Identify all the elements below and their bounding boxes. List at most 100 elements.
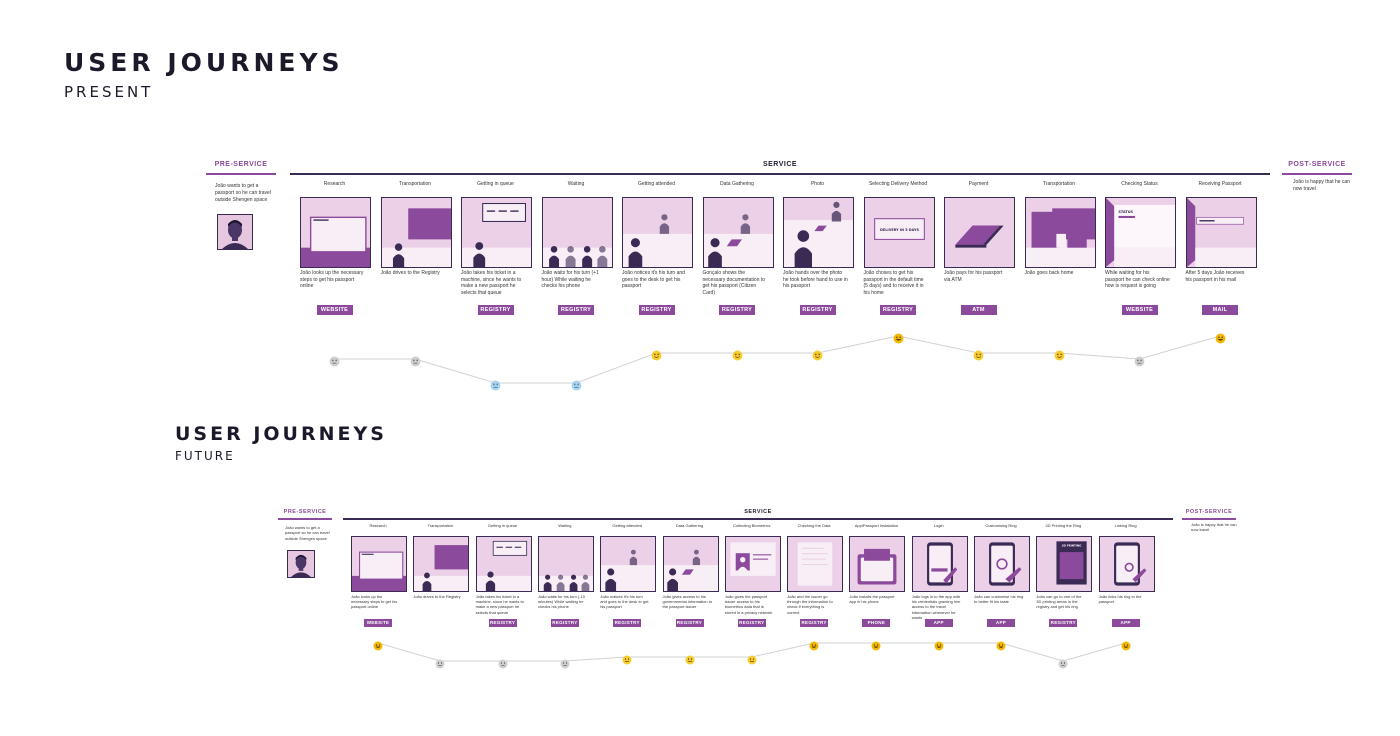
step-illustration — [413, 536, 470, 592]
emotion-happy — [996, 638, 1006, 656]
touchpoint-tag: PHONE — [862, 619, 891, 627]
present-avatar — [217, 214, 253, 250]
touchpoint-tag: ATM — [960, 305, 997, 315]
emotion-slight — [973, 348, 984, 366]
neutral-face-icon — [1134, 356, 1145, 366]
waiting-illustration-icon — [542, 198, 612, 267]
link-illustration-icon — [1099, 537, 1154, 591]
emotion-slight — [651, 348, 662, 366]
step-illustration — [849, 536, 906, 592]
step-illustration — [461, 197, 532, 268]
emotion-connector — [1000, 642, 1064, 662]
future-post-service-text: João is happy that he can now travel — [1191, 522, 1237, 533]
touchpoint-tag: REGISTRY — [675, 619, 704, 627]
delivery-illustration-icon: DELIVERY IN 5 DAYS — [864, 198, 934, 267]
emotion-neutral — [329, 354, 340, 372]
present-subtitle: PRESENT — [64, 83, 154, 101]
present-post-service-text: João is happy that he can now travel — [1293, 179, 1350, 192]
touchpoint-tag: WEBSITE — [316, 305, 353, 315]
step-illustration — [1185, 197, 1257, 268]
emotion-sad — [490, 378, 501, 396]
present-post-service-bar — [1282, 173, 1352, 175]
emotion-neutral — [1134, 354, 1145, 372]
step-title: Research — [369, 523, 387, 528]
step-description: João looks up the necessary steps to get… — [300, 270, 364, 289]
login-illustration-icon — [912, 537, 967, 591]
happy-face-icon — [373, 641, 383, 651]
future-pre-service-label: PRE-SERVICE — [283, 509, 327, 515]
future-title: USER JOURNEYS — [175, 423, 387, 445]
emotion-slight — [622, 652, 632, 670]
touchpoint-tag: REGISTRY — [719, 305, 755, 315]
print-illustration-icon: 3D PRINTING — [1037, 537, 1092, 591]
step-title: App/Passport Instalation — [854, 523, 899, 528]
svg-text:DELIVERY IN 5 DAYS: DELIVERY IN 5 DAYS — [880, 228, 919, 232]
building-illustration-icon — [414, 537, 469, 591]
future-pre-service-text: João wants to get a passport so he can t… — [285, 525, 330, 541]
touchpoint-tag: WEBSITE — [364, 619, 392, 627]
emotion-slight — [1054, 348, 1065, 366]
touchpoint-tag: REGISTRY — [638, 305, 675, 315]
step-title: Waiting — [567, 181, 585, 187]
emotion-neutral — [435, 656, 445, 674]
emotion-connector — [817, 335, 899, 354]
queue-illustration-icon — [476, 537, 531, 591]
step-illustration — [622, 197, 693, 268]
step-illustration — [783, 197, 854, 268]
step-illustration — [911, 536, 968, 592]
neutral-face-icon — [498, 659, 508, 669]
step-description: João choses to get his passport in the d… — [863, 270, 924, 296]
touchpoint-tag: WEBSITE — [1121, 305, 1158, 315]
slight-face-icon — [732, 350, 742, 360]
emotion-connector — [564, 656, 628, 662]
phoneapp-illustration-icon — [850, 537, 905, 591]
payment-illustration-icon — [945, 198, 1014, 267]
step-description: João and the issuer go through the infor… — [787, 594, 833, 615]
slight-face-icon — [651, 350, 662, 360]
happy-face-icon — [1215, 333, 1225, 343]
step-description: João looks up the necessary steps to get… — [351, 594, 398, 610]
present-service-bar — [290, 173, 1270, 175]
step-illustration — [974, 536, 1030, 592]
touchpoint-tag: REGISTRY — [799, 305, 836, 315]
step-description: João takes his ticket in a machine, sinc… — [461, 270, 522, 296]
happy-face-icon — [1121, 641, 1131, 651]
website-illustration-icon — [352, 537, 406, 591]
present-pre-service-label: PRE-SERVICE — [214, 161, 268, 168]
touchpoint-tag: APP — [1111, 619, 1140, 627]
emotion-happy — [871, 638, 881, 656]
emotion-connector — [1139, 335, 1221, 360]
happy-face-icon — [996, 641, 1006, 651]
emotion-connector — [377, 642, 441, 662]
step-title: Collecting Biometrics — [733, 523, 771, 528]
emotion-slight — [812, 348, 823, 366]
future-pre-service-bar — [278, 518, 332, 520]
future-post-service-label: POST-SERVICE — [1185, 509, 1233, 515]
emotion-connector — [1063, 642, 1126, 662]
slight-face-icon — [812, 350, 823, 360]
step-illustration: STATUS — [1105, 197, 1176, 268]
touchpoint-tag: APP — [987, 619, 1015, 627]
step-description: João goes back home — [1024, 270, 1074, 276]
step-illustration — [537, 536, 594, 592]
person-avatar-icon — [222, 220, 248, 249]
step-description: João notices it's his turn and goes to t… — [622, 270, 685, 289]
attended-illustration-icon — [623, 198, 692, 267]
photo-illustration-icon — [784, 198, 853, 267]
person-avatar-icon — [291, 554, 311, 577]
emotion-happy — [373, 638, 383, 656]
sad-face-icon — [571, 380, 581, 390]
emotion-connector — [1058, 352, 1140, 360]
svg-text:STATUS: STATUS — [1118, 210, 1133, 214]
